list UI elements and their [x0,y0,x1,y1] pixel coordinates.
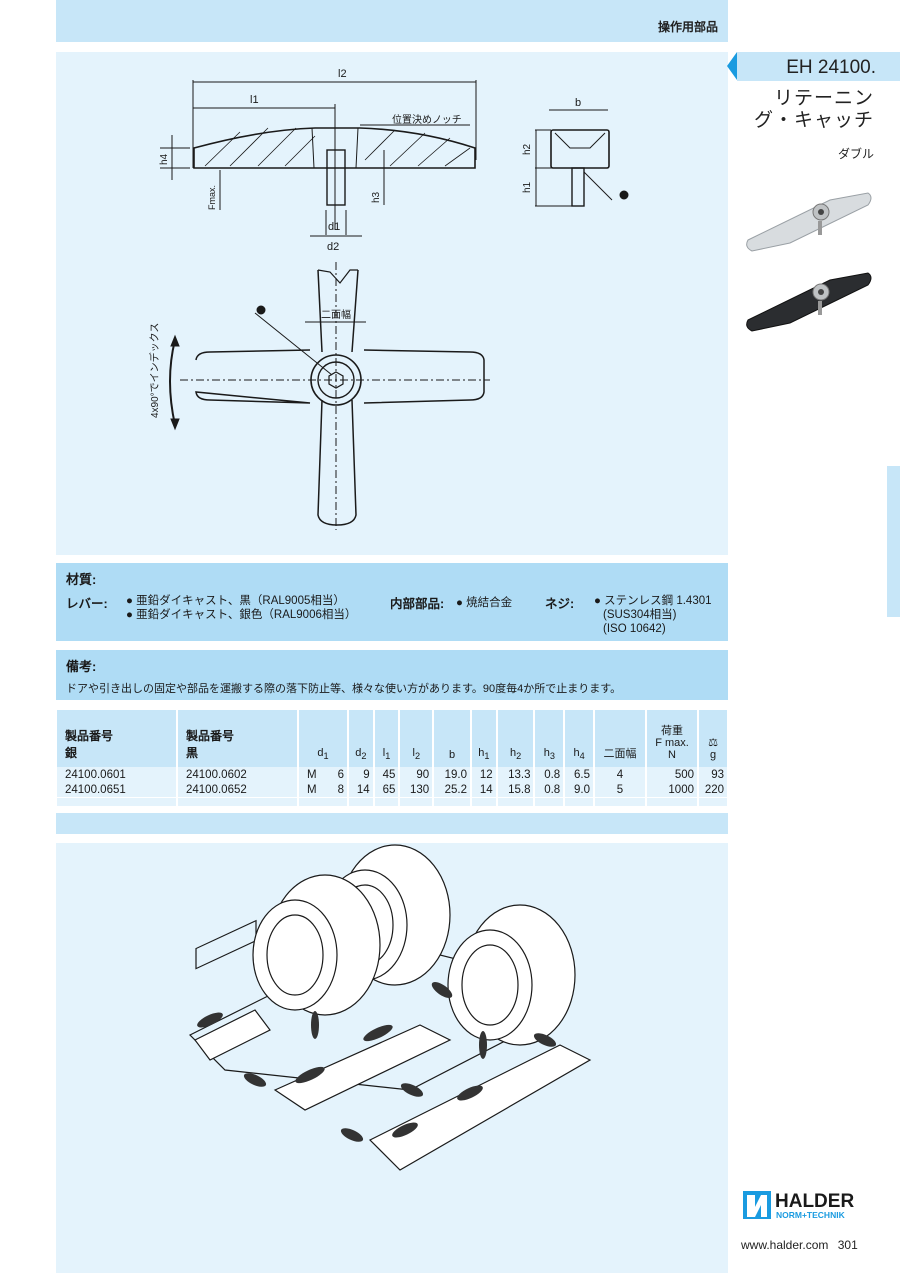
col-l1: l1 [374,710,399,767]
category-header: 操作用部品 [56,0,728,42]
category-label: 操作用部品 [657,20,718,34]
product-photos [746,192,872,332]
col-d2: d2 [349,710,373,767]
spec-table: 製品番号銀 製品番号黒 d1 d2 l1 l2 b h1 h2 h3 h4 二面… [56,710,728,806]
silver-catch-photo [746,192,872,252]
notes-text: ドアや引き出しの固定や部品を運搬する際の落下防止等、様々な使い方があります。90… [66,683,622,695]
material-section: 材質: レバー: ● 亜鉛ダイキャスト、黒（RAL9005相当） ● 亜鉛ダイキ… [56,563,728,641]
col-b: b [434,710,470,767]
col-h1: h1 [471,710,496,767]
svg-text:h4: h4 [159,153,170,165]
screw-items: ● ステンレス鋼 1.4301 (SUS304相当) (ISO 10642) [594,595,712,635]
page-number: 301 [837,1238,858,1252]
application-illustration [188,844,592,1171]
screw-label: ネジ: [545,597,575,611]
footer: www.halder.com 301 [741,1238,858,1252]
halder-logo-mark: HALDER NORM+TECHNIK [743,1191,854,1220]
lever-label: レバー: [66,597,108,611]
col-weight: ⚖g [699,710,727,767]
side-index-tab [887,466,900,617]
table-header-row: 製品番号銀 製品番号黒 d1 d2 l1 l2 b h1 h2 h3 h4 二面… [57,710,727,767]
l2-label: l2 [338,68,347,80]
col-h2: h2 [497,710,534,767]
scale-icon: ⚖ [708,737,718,749]
technical-drawing-panel: l2 l1 位置決めノッチ h4 Fmax. h3 d1 d2 b h2 h1 [56,52,728,555]
product-title: リテーニン グ・キャッチ [753,88,874,131]
black-catch-photo [746,272,872,332]
svg-text:l1: l1 [250,94,259,106]
col-across-flats: 二面幅 [595,710,645,767]
product-code-tab: EH 24100. [727,52,900,81]
arrow-left-icon [727,52,737,80]
col-part-silver: 製品番号銀 [57,710,176,767]
material-heading: 材質: [66,572,97,587]
notes-heading: 備考: [66,659,97,674]
svg-text:d1: d1 [328,221,340,233]
internal-label: 内部部品: [390,597,445,611]
brand-name: HALDER [775,1191,854,1212]
svg-text:b: b [575,97,581,109]
col-h4: h4 [565,710,593,767]
index-label: 4x90°でインデックス [148,323,161,418]
website-link[interactable]: www.halder.com [741,1238,829,1252]
across-flats-label: 二面幅 [321,308,351,321]
col-d1: d1 [299,710,347,767]
halder-logo: HALDER NORM+TECHNIK [743,1189,875,1226]
product-subtitle: ダブル [837,147,874,161]
svg-text:h2: h2 [522,143,533,155]
notch-label: 位置決めノッチ [392,113,462,126]
svg-text:h3: h3 [371,191,382,203]
svg-text:h1: h1 [522,181,533,193]
separator-band [56,813,728,834]
internal-items: ● 焼結合金 [456,597,513,609]
application-illustration-panel [56,843,728,1273]
col-part-black: 製品番号黒 [178,710,297,767]
lever-items: ● 亜鉛ダイキャスト、黒（RAL9005相当） ● 亜鉛ダイキャスト、銀色（RA… [126,595,357,621]
product-code: EH 24100. [786,57,876,78]
notes-section: 備考: ドアや引き出しの固定や部品を運搬する際の落下防止等、様々な使い方がありま… [56,650,728,700]
dimension-drawing: l2 l1 位置決めノッチ h4 Fmax. h3 d1 d2 b h2 h1 [148,68,629,530]
brand-subtitle: NORM+TECHNIK [776,1210,846,1220]
col-h3: h3 [535,710,564,767]
svg-text:d2: d2 [327,241,339,253]
svg-text:Fmax.: Fmax. [207,185,217,210]
col-l2: l2 [400,710,433,767]
